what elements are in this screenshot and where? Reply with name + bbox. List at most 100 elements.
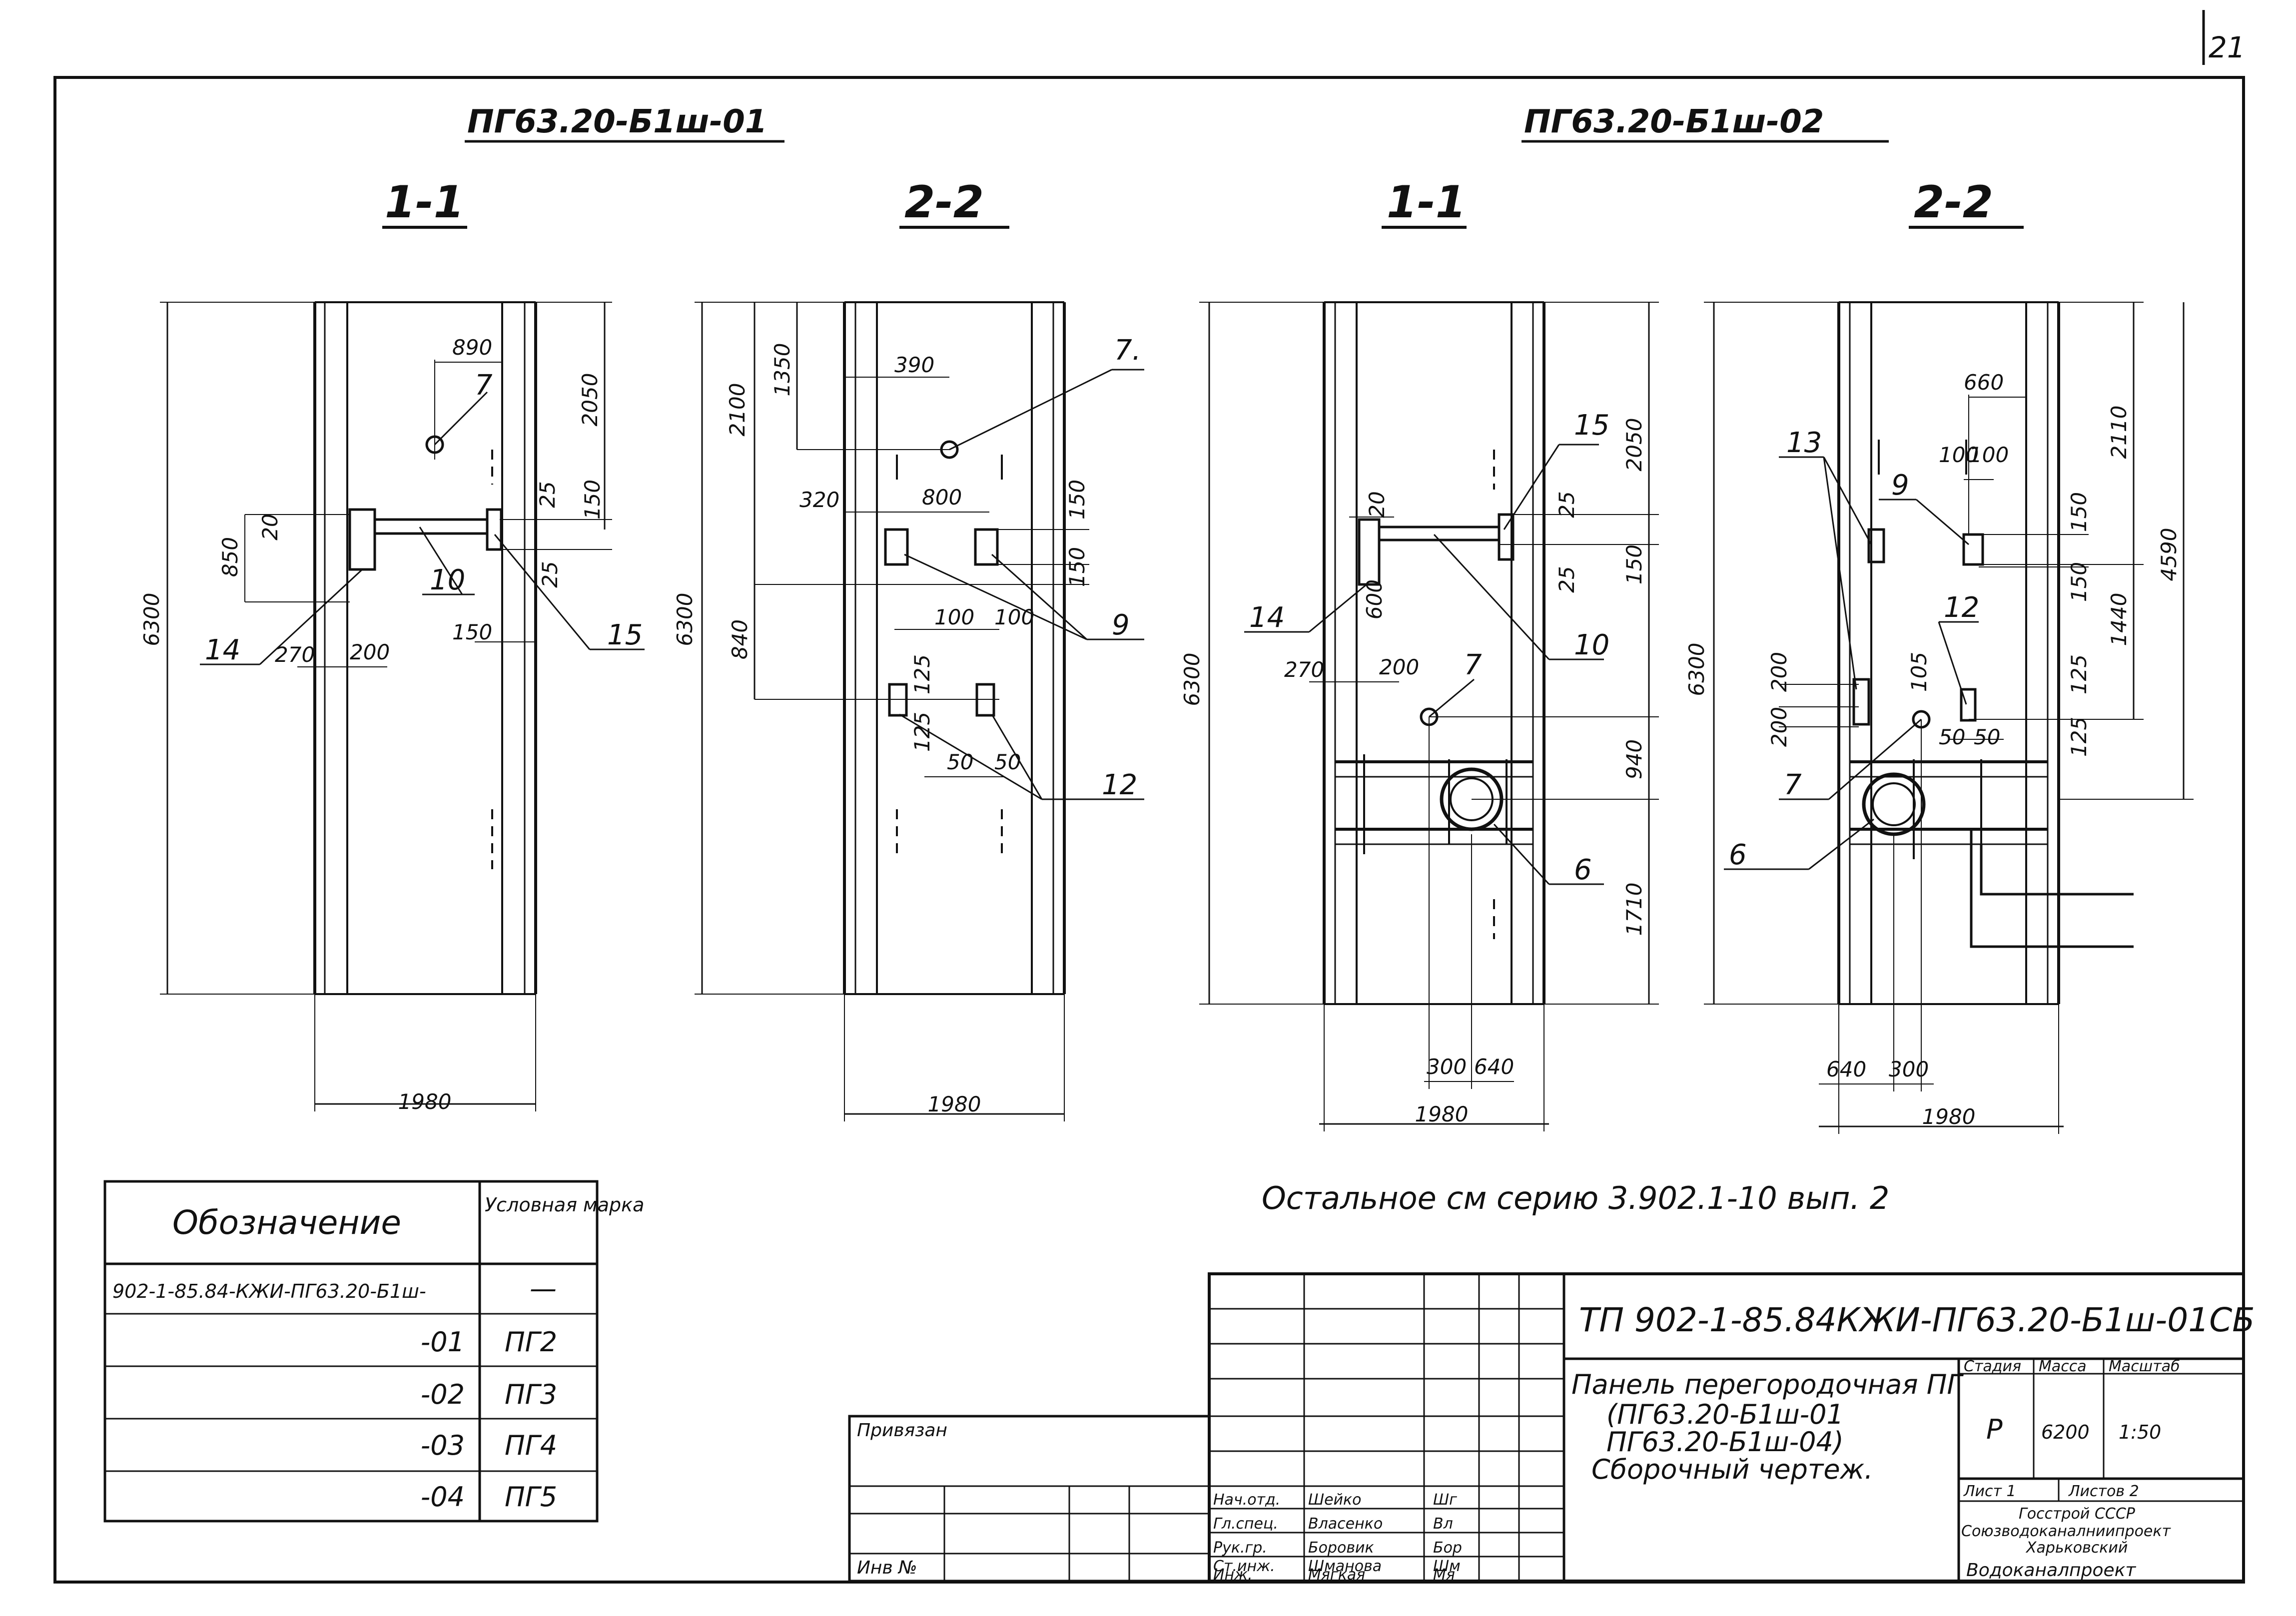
drawing-title-line: Панель перегородочная ПГ — [1571, 1369, 1964, 1400]
dim-value: 1440 — [2107, 593, 2131, 646]
right-assembly: ПГ63.20-Б1ш-02 1-1 — [1180, 103, 2194, 1134]
dim-value: 100 — [1969, 443, 2009, 467]
privyazan-label: Привязан — [857, 1420, 947, 1441]
callout: 10 — [430, 564, 465, 596]
dim-width: 1980 — [398, 1089, 452, 1114]
section-label: 2-2 — [1914, 176, 1993, 228]
title-block: Привязан Инв № Нач.отд. Шейко Шг Гл.спец… — [848, 1272, 2255, 1584]
section-1-1-right: 1-1 — [1180, 176, 1659, 1131]
staff-role: Гл.спец. — [1213, 1515, 1278, 1533]
dim-value: 50 — [1939, 725, 1965, 749]
scale-value: 1:50 — [2119, 1421, 2161, 1443]
dim-value: 300 — [1889, 1057, 1929, 1081]
dim-height: 6300 — [1180, 653, 1204, 706]
callout: 6 — [1574, 854, 1592, 886]
left-assembly-mark: ПГ63.20-Б1ш-01 — [467, 103, 767, 140]
scale-header: Масштаб — [2109, 1358, 2180, 1375]
dim-value: 640 — [1474, 1055, 1514, 1079]
dim-value: 150 — [1065, 547, 1089, 587]
callout: 14 — [1249, 601, 1285, 634]
inv-number-label: Инв № — [857, 1558, 917, 1578]
staff-name: Шманова — [1308, 1558, 1382, 1575]
dim-value: 50 — [994, 750, 1021, 774]
dim-height: 6300 — [1684, 643, 1709, 696]
staff-name: Боровик — [1308, 1539, 1374, 1557]
section-1-1-left: 1-1 — [139, 176, 645, 1114]
dim-value: 800 — [922, 485, 962, 510]
dim-value: 125 — [910, 712, 934, 752]
rod-10 — [373, 518, 489, 535]
drawing-title-line: Сборочный чертеж. — [1591, 1454, 1873, 1485]
dim-value: 25 — [1554, 491, 1579, 518]
staff-signature: Мя — [1433, 1566, 1455, 1584]
dim-value: 150 — [1065, 480, 1089, 520]
dim-value: 200 — [1767, 707, 1791, 747]
callout: 9 — [1891, 469, 1909, 502]
dim-width: 1980 — [1415, 1102, 1469, 1126]
sheets-total: Листов 2 — [2068, 1483, 2139, 1500]
callout: 7 — [1784, 769, 1802, 801]
dim-value: 2050 — [1622, 418, 1646, 472]
right-assembly-mark: ПГ63.20-Б1ш-02 — [1524, 103, 1824, 140]
callout: 13 — [1786, 427, 1822, 459]
dim-value: 840 — [728, 619, 752, 659]
callout: 12 — [1102, 769, 1137, 801]
callout: 12 — [1944, 591, 1979, 624]
panel-outline — [1837, 301, 2060, 1005]
dim-value: 150 — [2067, 492, 2091, 532]
dim-value: 2050 — [578, 373, 602, 427]
table-row-mark: ПГ4 — [505, 1430, 557, 1461]
staff-name: Шейко — [1308, 1491, 1362, 1509]
organization-line: Харьковский — [2025, 1539, 2128, 1557]
table-header-mark: Условная марка — [485, 1194, 644, 1216]
staff-role: Рук.гр. — [1213, 1539, 1267, 1557]
dim-value: 100 — [1939, 443, 1979, 467]
dim-value: 50 — [947, 750, 973, 774]
drawing-title-line: (ПГ63.20-Б1ш-01 — [1606, 1399, 1844, 1430]
dim-value: 125 — [910, 654, 934, 694]
dim-value: 2110 — [2107, 406, 2131, 459]
staff-signature: Шг — [1433, 1491, 1457, 1509]
dim-value: 320 — [799, 488, 839, 512]
dim-value: 125 — [2067, 717, 2091, 757]
embedded-part-13 — [1867, 528, 1885, 563]
dim-value: 270 — [275, 642, 315, 667]
callout: 7. — [1114, 334, 1141, 367]
embedded-part-14 — [1358, 518, 1381, 586]
section-label: 2-2 — [904, 176, 984, 228]
dim-value: 270 — [1284, 657, 1324, 682]
dim-value: 50 — [1974, 725, 2000, 749]
organization-line: Союзводоканалниипроект — [1961, 1523, 2172, 1540]
panel-outline — [1323, 301, 1545, 1005]
dim-height: 6300 — [673, 593, 697, 646]
dim-value: 4590 — [2157, 528, 2181, 581]
general-note: Остальное см серию 3.902.1-10 вып. 2 — [1262, 1180, 1889, 1216]
dim-height: 6300 — [139, 593, 164, 646]
table-row-designation: -02 — [421, 1379, 465, 1410]
dim-value: 100 — [934, 605, 974, 629]
table-row-designation: -01 — [421, 1326, 465, 1358]
left-assembly: ПГ63.20-Б1ш-01 1-1 — [139, 103, 1144, 1121]
table-row-designation: -03 — [421, 1430, 465, 1461]
callout: 9 — [1112, 609, 1130, 641]
stage-value: Р — [1986, 1414, 2003, 1445]
dim-value: 600 — [1362, 579, 1387, 619]
dim-value: 20 — [1365, 491, 1389, 518]
dim-value: 150 — [1622, 544, 1646, 584]
dim-value: 1350 — [770, 343, 794, 397]
embedded-part-12 — [1960, 688, 1977, 722]
staff-name: Власенко — [1308, 1515, 1383, 1533]
table-header-designation: Обозначение — [172, 1203, 401, 1242]
mass-value: 6200 — [2041, 1421, 2090, 1443]
document-code: ТП 902-1-85.84КЖИ-ПГ63.20-Б1ш-01СБ — [1579, 1301, 2255, 1339]
dim-value: 25 — [1554, 566, 1579, 592]
dim-value: 150 — [452, 620, 492, 644]
mass-header: Масса — [2039, 1358, 2087, 1375]
dim-value: 105 — [1907, 652, 1931, 692]
staff-role: Нач.отд. — [1213, 1491, 1280, 1509]
embedded-part-13 — [1852, 678, 1870, 726]
stage-header: Стадия — [1964, 1358, 2021, 1375]
dim-value: 150 — [580, 480, 605, 520]
dim-value: 125 — [2067, 654, 2091, 694]
